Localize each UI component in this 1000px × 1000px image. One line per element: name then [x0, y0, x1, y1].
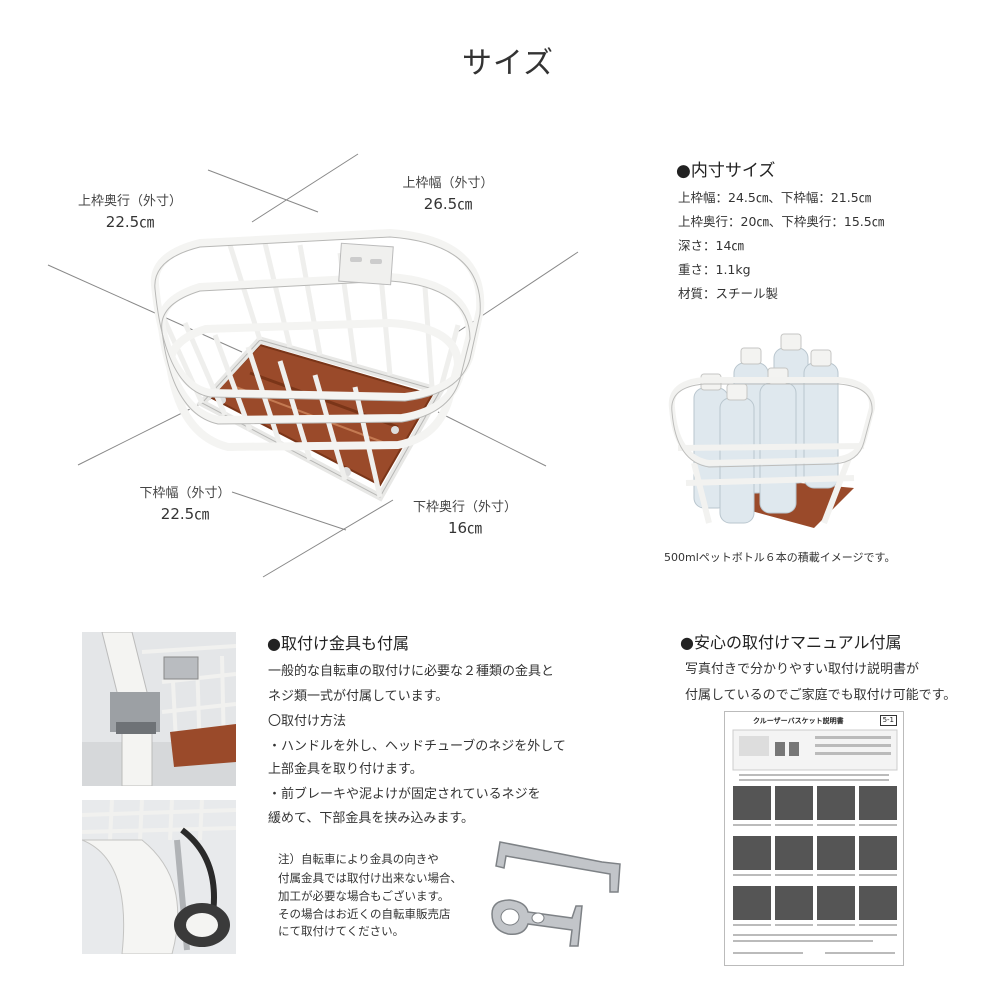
- inner-size-line: 深さ：14㎝: [678, 238, 744, 253]
- mount-photo-top: [82, 632, 236, 786]
- top-depth-value: 22.5㎝: [105, 213, 155, 231]
- bottom-width-value: 22.5㎝: [160, 505, 210, 523]
- fittings-note: 加工が必要な場合もございます。: [278, 889, 450, 903]
- page-title: サイズ: [461, 46, 555, 81]
- top-width-value: 26.5㎝: [423, 195, 473, 213]
- fittings-line: 緩めて、下部金具を挟み込みます。: [268, 811, 475, 826]
- inner-size-line: 上枠奥行：20㎝、下枠奥行：15.5㎝: [678, 214, 885, 229]
- manual-doc-badge: 5-1: [879, 715, 897, 726]
- manual-line: 写真付きで分かりやすい取付け説明書が: [685, 662, 920, 677]
- top-depth-label: 上枠奥行（外寸）: [77, 194, 182, 209]
- fittings-line: 一般的な自転車の取付けに必要な２種類の金具と: [268, 664, 555, 679]
- inner-size-line: 材質：スチール製: [678, 286, 779, 301]
- fittings-line: ・ハンドルを外し、ヘッドチューブのネジを外して: [268, 739, 566, 754]
- manual-line: 付属しているのでご家庭でも取付け可能です。: [685, 688, 957, 703]
- manual-heading: ●安心の取付けマニュアル付属: [680, 633, 902, 652]
- bottom-width-label: 下枠幅（外寸）: [139, 486, 231, 501]
- mount-photo-bottom: [82, 800, 236, 954]
- top-width-label: 上枠幅（外寸）: [402, 176, 494, 191]
- inner-size-line: 上枠幅：24.5㎝、下枠幅：21.5㎝: [678, 190, 872, 205]
- fittings-note: にて取付けてください。: [278, 924, 405, 938]
- bottle-load-image: [668, 333, 876, 528]
- bottom-depth-label: 下枠奥行（外寸）: [412, 500, 517, 515]
- basket-image: [150, 229, 485, 502]
- manual-document-image: クルーザーバスケット説明書 5-1: [724, 711, 904, 966]
- fittings-line: 上部金具を取り付けます。: [268, 762, 423, 777]
- fittings-line: 〇取付け方法: [268, 714, 347, 729]
- inner-size-heading: ●内寸サイズ: [676, 161, 776, 181]
- inner-size-line: 重さ：1.1kg: [678, 262, 751, 277]
- manual-doc-title: クルーザーバスケット説明書: [753, 717, 844, 725]
- bottle-caption: 500mlペットボトル６本の積載イメージです。: [664, 551, 896, 564]
- fittings-line: ・前ブレーキや泥よけが固定されているネジを: [268, 787, 541, 802]
- fittings-note: 注）自転車により金具の向きや: [278, 852, 439, 866]
- fittings-heading: ●取付け金具も付属: [267, 634, 409, 653]
- fittings-note: 付属金具では取付け出来ない場合、: [278, 871, 462, 885]
- fittings-line: ネジ類一式が付属しています。: [268, 689, 449, 704]
- mounting-brackets-image: [491, 841, 621, 947]
- bottom-depth-value: 16㎝: [447, 519, 483, 537]
- fittings-note: その場合はお近くの自転車販売店: [278, 907, 451, 921]
